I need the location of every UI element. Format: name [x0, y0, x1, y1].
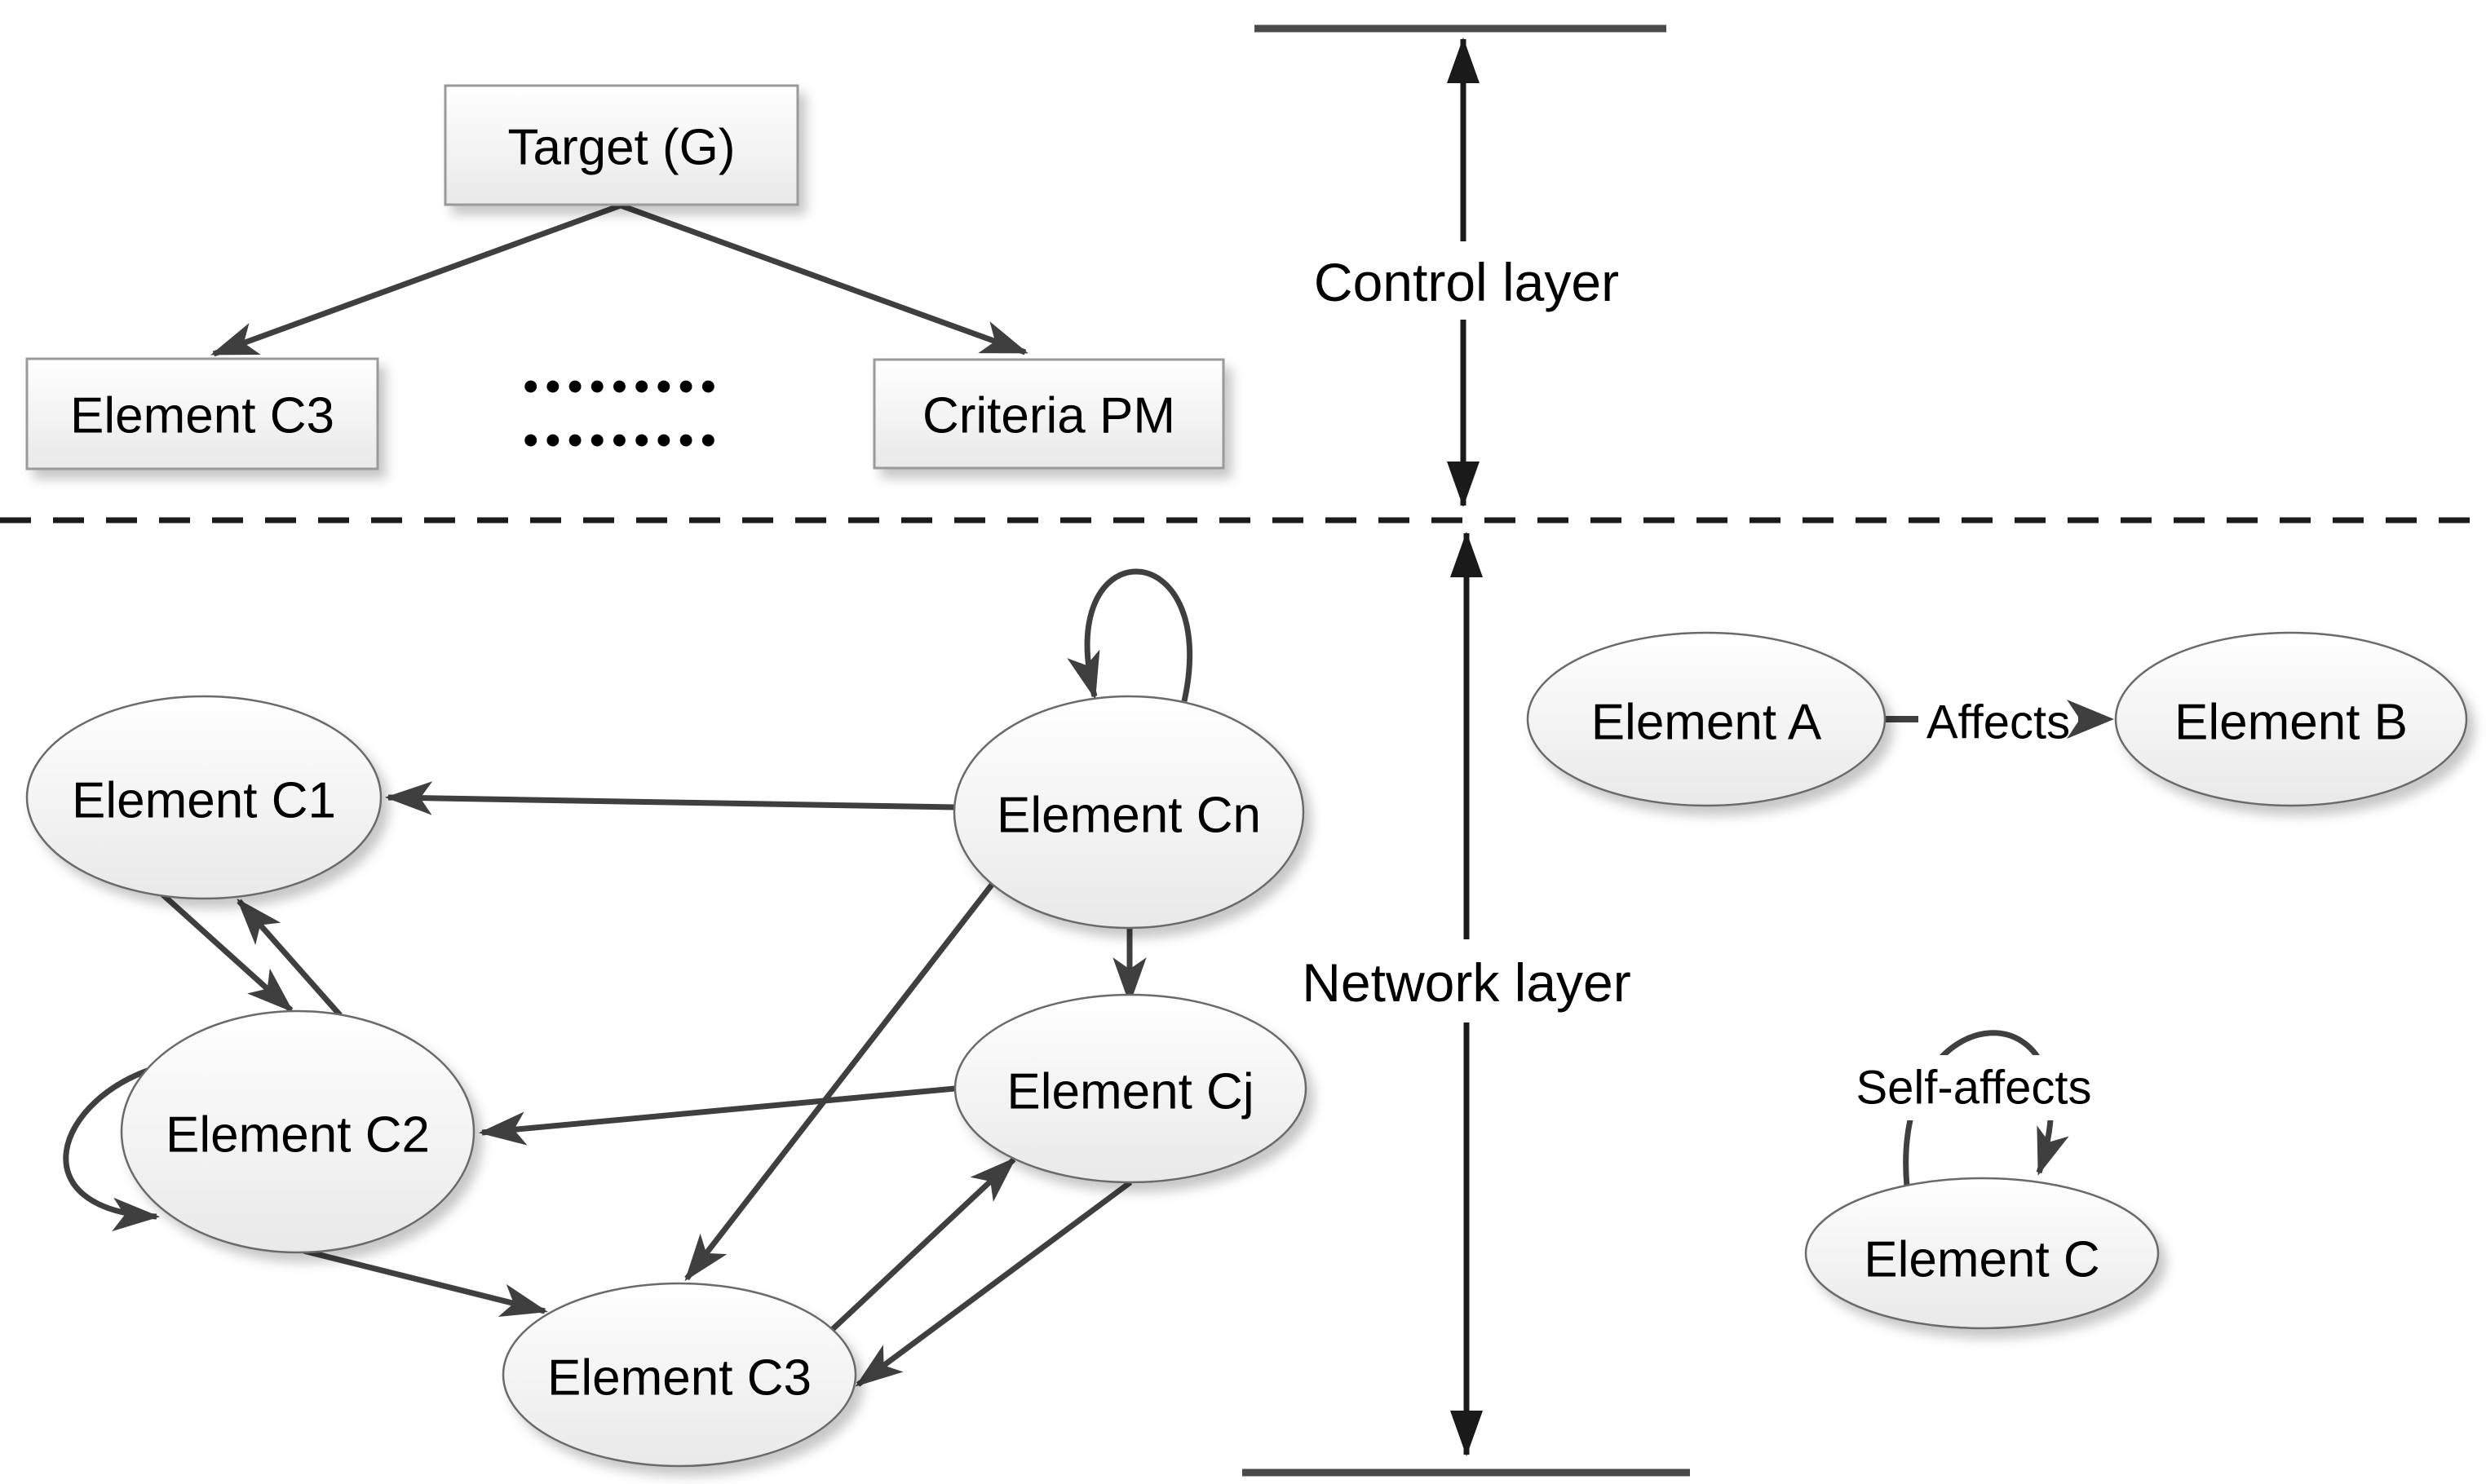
criteria-pm-label: Criteria PM: [922, 388, 1175, 444]
self-loop-c2: [63, 1063, 161, 1232]
node-element-c3-box: Element C3: [25, 357, 379, 470]
edge-c2-to-c1: [237, 898, 343, 1018]
edge-target-to-element-c3: [210, 202, 622, 357]
layer-scaffolding: Control layer Network layer: [0, 24, 2486, 1477]
node-element-b: Element B: [2114, 631, 2468, 807]
edge-c1-to-c2: [157, 890, 294, 1013]
element-cj-label: Element Cj: [1006, 1064, 1254, 1120]
affects-label-background: [1918, 685, 2078, 755]
edge-c2-to-c3: [303, 1248, 549, 1318]
edge-cn-to-c1: [384, 781, 955, 815]
node-element-c1: Element C1: [25, 695, 383, 900]
edge-target-to-criteria-pm: [619, 202, 1028, 356]
node-element-cj: Element Cj: [953, 993, 1307, 1184]
element-c1-label: Element C1: [72, 773, 336, 829]
edge-cn-to-c3: [684, 882, 994, 1282]
legend-section: Element A Element B Affects Self-affects…: [1526, 631, 2468, 1330]
node-element-c2: Element C2: [120, 1009, 476, 1254]
element-a-label: Element A: [1591, 695, 1822, 751]
affects-label: Affects: [1926, 696, 2070, 749]
target-g-label: Target (G): [507, 120, 735, 176]
edge-cj-to-c3: [855, 1180, 1133, 1387]
self-loop-cn: [1067, 568, 1192, 702]
dots-row-2: •••••••••: [524, 417, 723, 464]
element-c3-node-label: Element C3: [547, 1350, 812, 1407]
node-element-cn: Element Cn: [953, 695, 1305, 930]
control-layer-section: Target (G) Element C3 Criteria PM ••••••…: [25, 84, 1225, 470]
edge-c3-to-cj: [830, 1157, 1017, 1332]
node-element-c3: Element C3: [502, 1282, 857, 1468]
element-c3-box-label: Element C3: [70, 388, 334, 444]
node-element-c: Element C: [1804, 1177, 2160, 1330]
node-element-a: Element A: [1526, 631, 1887, 807]
edge-a-to-b-arrowhead: [2067, 700, 2114, 739]
dots-row-1: •••••••••: [524, 363, 723, 410]
node-criteria-pm: Criteria PM: [873, 358, 1225, 470]
node-target-g: Target (G): [444, 84, 799, 206]
element-c-label: Element C: [1864, 1232, 2099, 1288]
edge-cj-to-c2: [478, 1085, 956, 1146]
network-layer-label: Network layer: [1302, 952, 1630, 1013]
self-affects-label-background: [1840, 1055, 2109, 1120]
element-b-label: Element B: [2174, 695, 2408, 751]
self-affects-label: Self-affects: [1856, 1062, 2091, 1115]
element-c2-label: Element C2: [166, 1107, 430, 1164]
element-cn-label: Element Cn: [997, 788, 1261, 844]
control-layer-label: Control layer: [1314, 252, 1619, 312]
network-layer-section: Element C1 Element C2 Element Cn Element…: [25, 568, 1307, 1468]
